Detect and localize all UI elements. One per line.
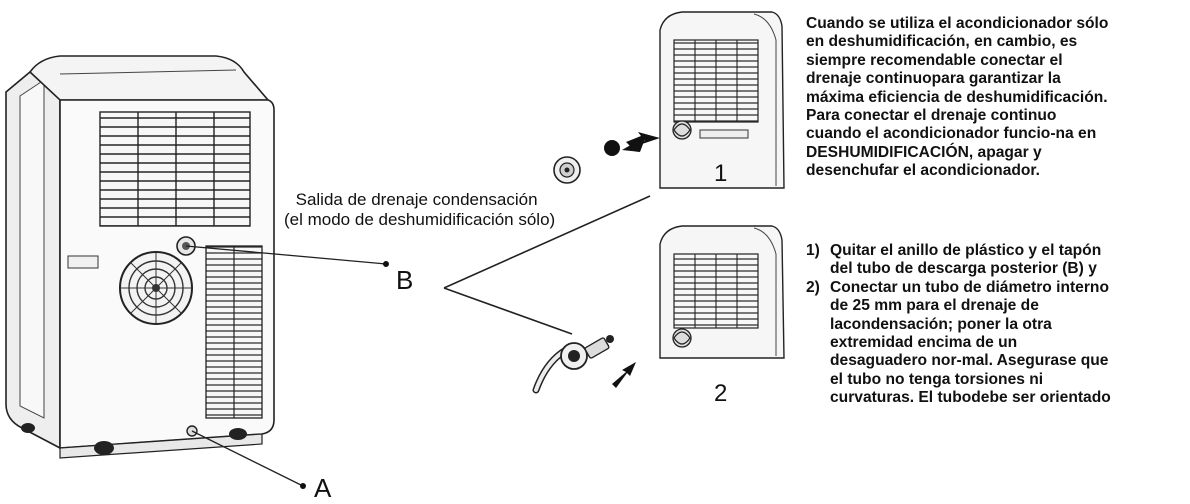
step-list: 1) Quitar el anillo de plástico y el tap… — [806, 242, 1111, 408]
leader-dot-a — [300, 483, 306, 489]
air-conditioner-unit — [5, 55, 275, 459]
step-item-1: 1) Quitar el anillo de plástico y el tap… — [806, 242, 1111, 279]
instruction-line: Cuando se utiliza el acondicionador sólo — [806, 15, 1109, 32]
instruction-line: drenaje continuopara garantizar la — [806, 70, 1061, 88]
arrow-head-1 — [622, 136, 646, 152]
step-2-line: extremidad encima de un — [830, 334, 1018, 352]
step-2-line: de 25 mm para el drenaje de — [830, 297, 1039, 315]
label-a: A — [314, 473, 332, 503]
step-1-unit — [659, 11, 785, 189]
drain-hose — [532, 335, 614, 394]
step-2-line: desaguadero nor-mal. Asegurase que — [830, 352, 1109, 370]
plug-cap — [553, 156, 581, 184]
step-2-line: lacondensación; poner la otra — [830, 315, 1052, 333]
instruction-line: desenchufar el acondicionador. — [806, 162, 1040, 180]
connector-to-step-2 — [443, 287, 573, 335]
instruction-line: DESHUMIDIFICACIÓN, apagar y — [806, 143, 1042, 161]
instruction-line: en deshumidificación, en cambio, es — [806, 33, 1078, 51]
instruction-line: cuando el acondicionador funcio-na en — [806, 125, 1097, 143]
instruction-line: máxima eficiencia de deshumidificación. — [806, 88, 1108, 106]
arrow-step-2 — [612, 362, 636, 388]
drain-outlet-label: Salida de drenaje condensación (el modo … — [278, 190, 555, 230]
drain-outlet-label-line-2: (el modo de deshumidificación sólo) — [284, 210, 556, 229]
removed-part-dot — [604, 140, 620, 156]
step-1-number: 1 — [714, 160, 728, 187]
instruction-line: siempre recomendable conectar el — [806, 51, 1063, 69]
step-1-line: del tubo de descarga posterior (B) y — [830, 260, 1097, 278]
step-2-line: curvaturas. El tubodebe ser orientado — [830, 389, 1111, 407]
instruction-paragraph: Cuando se utiliza el acondicionador sólo… — [806, 15, 1108, 181]
leader-line-b — [185, 245, 387, 265]
step-marker-1: 1) — [806, 242, 820, 259]
fan-grille — [119, 251, 193, 325]
step-1-line: Quitar el anillo de plástico y el tapón — [830, 242, 1102, 259]
leader-line-a — [191, 430, 304, 487]
instruction-line: Para conectar el drenaje continuo — [806, 107, 1057, 125]
label-b: B — [396, 265, 414, 295]
step-marker-2: 2) — [806, 278, 820, 296]
step-2-unit — [659, 225, 785, 359]
step-2-line: Conectar un tubo de diámetro interno — [830, 278, 1109, 296]
drain-outlet-label-line-1: Salida de drenaje condensación — [295, 190, 538, 209]
step-2-number: 2 — [714, 380, 728, 407]
leader-dot-b — [383, 261, 389, 267]
step-2-line: el tubo no tenga torsiones ni — [830, 370, 1044, 388]
connector-to-step-1 — [443, 195, 651, 289]
step-item-2: 2) Conectar un tubo de diámetro interno … — [806, 279, 1111, 408]
